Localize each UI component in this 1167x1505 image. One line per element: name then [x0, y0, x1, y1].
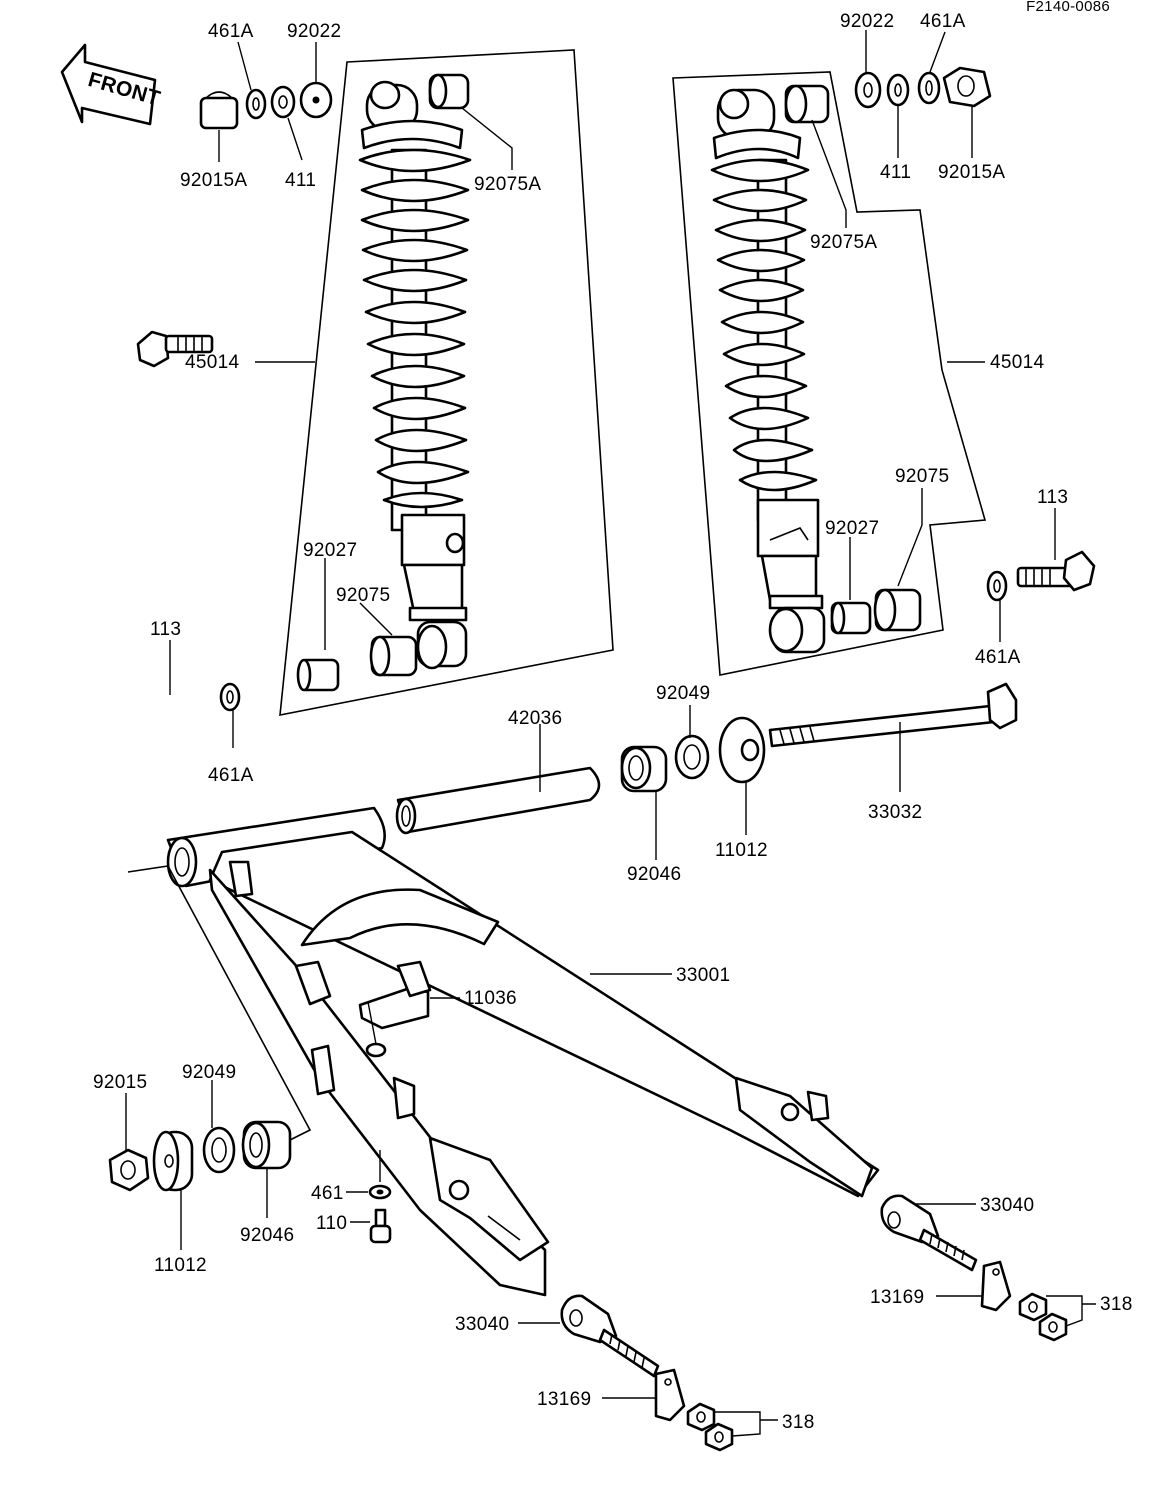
label-92049-right: 92049 [656, 683, 710, 704]
shock-left-frame [279, 49, 614, 716]
label-461: 461 [311, 1183, 344, 1204]
collar-92027-left-icon [296, 658, 340, 692]
label-113-left: 113 [150, 619, 181, 640]
front-arrow-icon: FRONT [60, 43, 163, 126]
label-45014-left: 45014 [185, 352, 239, 373]
label-11012-right: 11012 [715, 840, 768, 861]
label-411-left: 411 [285, 170, 316, 191]
label-92015A-right: 92015A [938, 162, 1005, 183]
label-33032: 33032 [868, 802, 922, 823]
label-33040-right: 33040 [980, 1195, 1034, 1216]
bearing-left-icon [241, 1120, 292, 1170]
label-92075-left: 92075 [336, 585, 390, 606]
lock-washer-right-bottom-icon [986, 570, 1008, 602]
label-92075A-left: 92075A [474, 174, 541, 195]
lock-washer-left-bottom-icon [219, 682, 241, 712]
label-33040-left: 33040 [455, 1314, 509, 1335]
pivot-left-guide-line [127, 865, 312, 1141]
bearing-right-icon [620, 745, 668, 793]
label-13169-left: 13169 [537, 1389, 591, 1410]
label-411-right: 411 [880, 162, 911, 183]
label-92022-right: 92022 [840, 11, 894, 32]
label-92015-left: 92015 [93, 1072, 147, 1093]
cap-left-icon [152, 1130, 194, 1192]
label-92049-left: 92049 [182, 1062, 236, 1083]
bushing-92075A-right-icon [784, 84, 830, 124]
lock-washer-right-top-icon [917, 71, 941, 105]
washer-92022-left-icon [299, 81, 333, 119]
shock-absorber-right-icon [710, 88, 826, 654]
cap-right-icon [718, 716, 766, 784]
adjuster-left-icon [560, 1294, 660, 1378]
label-92027-right: 92027 [825, 518, 879, 539]
label-92022-left: 92022 [287, 21, 341, 42]
label-13169-right: 13169 [870, 1287, 924, 1308]
pivot-sleeve-icon [395, 766, 601, 835]
pivot-shaft-icon [768, 682, 1018, 748]
label-318-left: 318 [782, 1412, 815, 1433]
shock-right-frame [672, 71, 987, 676]
label-461A-right-bottom: 461A [975, 647, 1021, 668]
pivot-nut-left-icon [108, 1148, 150, 1192]
bushing-92075-left-icon [369, 635, 418, 677]
label-92027-left: 92027 [303, 540, 357, 561]
label-92075-right: 92075 [895, 466, 949, 487]
label-113-right: 113 [1037, 487, 1068, 508]
label-33001: 33001 [676, 965, 730, 986]
washer-461-icon [368, 1184, 392, 1200]
label-11036: 11036 [464, 988, 517, 1009]
cap-nut-right-icon [942, 66, 992, 108]
seal-left-icon [202, 1126, 236, 1174]
washer-411-left-icon [270, 85, 296, 119]
adjuster-block-right-icon [980, 1260, 1012, 1312]
washer-92022-right-icon [854, 71, 882, 109]
label-461A-right-top: 461A [920, 11, 966, 32]
lock-washer-left-top-icon [245, 88, 267, 120]
chain-guide-icon [358, 960, 432, 1058]
bushing-92075-right-icon [873, 588, 922, 632]
label-461A-left-bottom: 461A [208, 765, 254, 786]
seal-right-icon [674, 734, 710, 780]
swingarm-icon [166, 806, 880, 1297]
label-318-right: 318 [1100, 1294, 1133, 1315]
label-92046-left: 92046 [240, 1225, 294, 1246]
label-92046-right: 92046 [627, 864, 681, 885]
washer-411-right-icon [886, 73, 910, 107]
label-92075A-right: 92075A [810, 232, 877, 253]
nuts-right-icon [1018, 1292, 1068, 1342]
label-42036: 42036 [508, 708, 562, 729]
label-461A-left-top: 461A [208, 21, 254, 42]
label-11012-left: 11012 [154, 1255, 207, 1276]
bolt-113-left-icon [136, 330, 214, 368]
bolt-110-icon [369, 1208, 392, 1244]
bolt-113-right-icon [1016, 550, 1096, 592]
nuts-left-icon [686, 1402, 734, 1452]
shock-absorber-left-icon [358, 80, 472, 670]
collar-92027-right-icon [830, 601, 872, 635]
label-45014-right: 45014 [990, 352, 1044, 373]
diagram-code: F2140-0086 [1026, 0, 1110, 15]
cap-nut-left-icon [199, 91, 239, 130]
label-110: 110 [316, 1213, 347, 1234]
adjuster-right-icon [880, 1194, 978, 1272]
adjuster-block-left-icon [654, 1368, 686, 1422]
bushing-92075A-left-icon [428, 73, 470, 110]
label-92015A-left: 92015A [180, 170, 247, 191]
